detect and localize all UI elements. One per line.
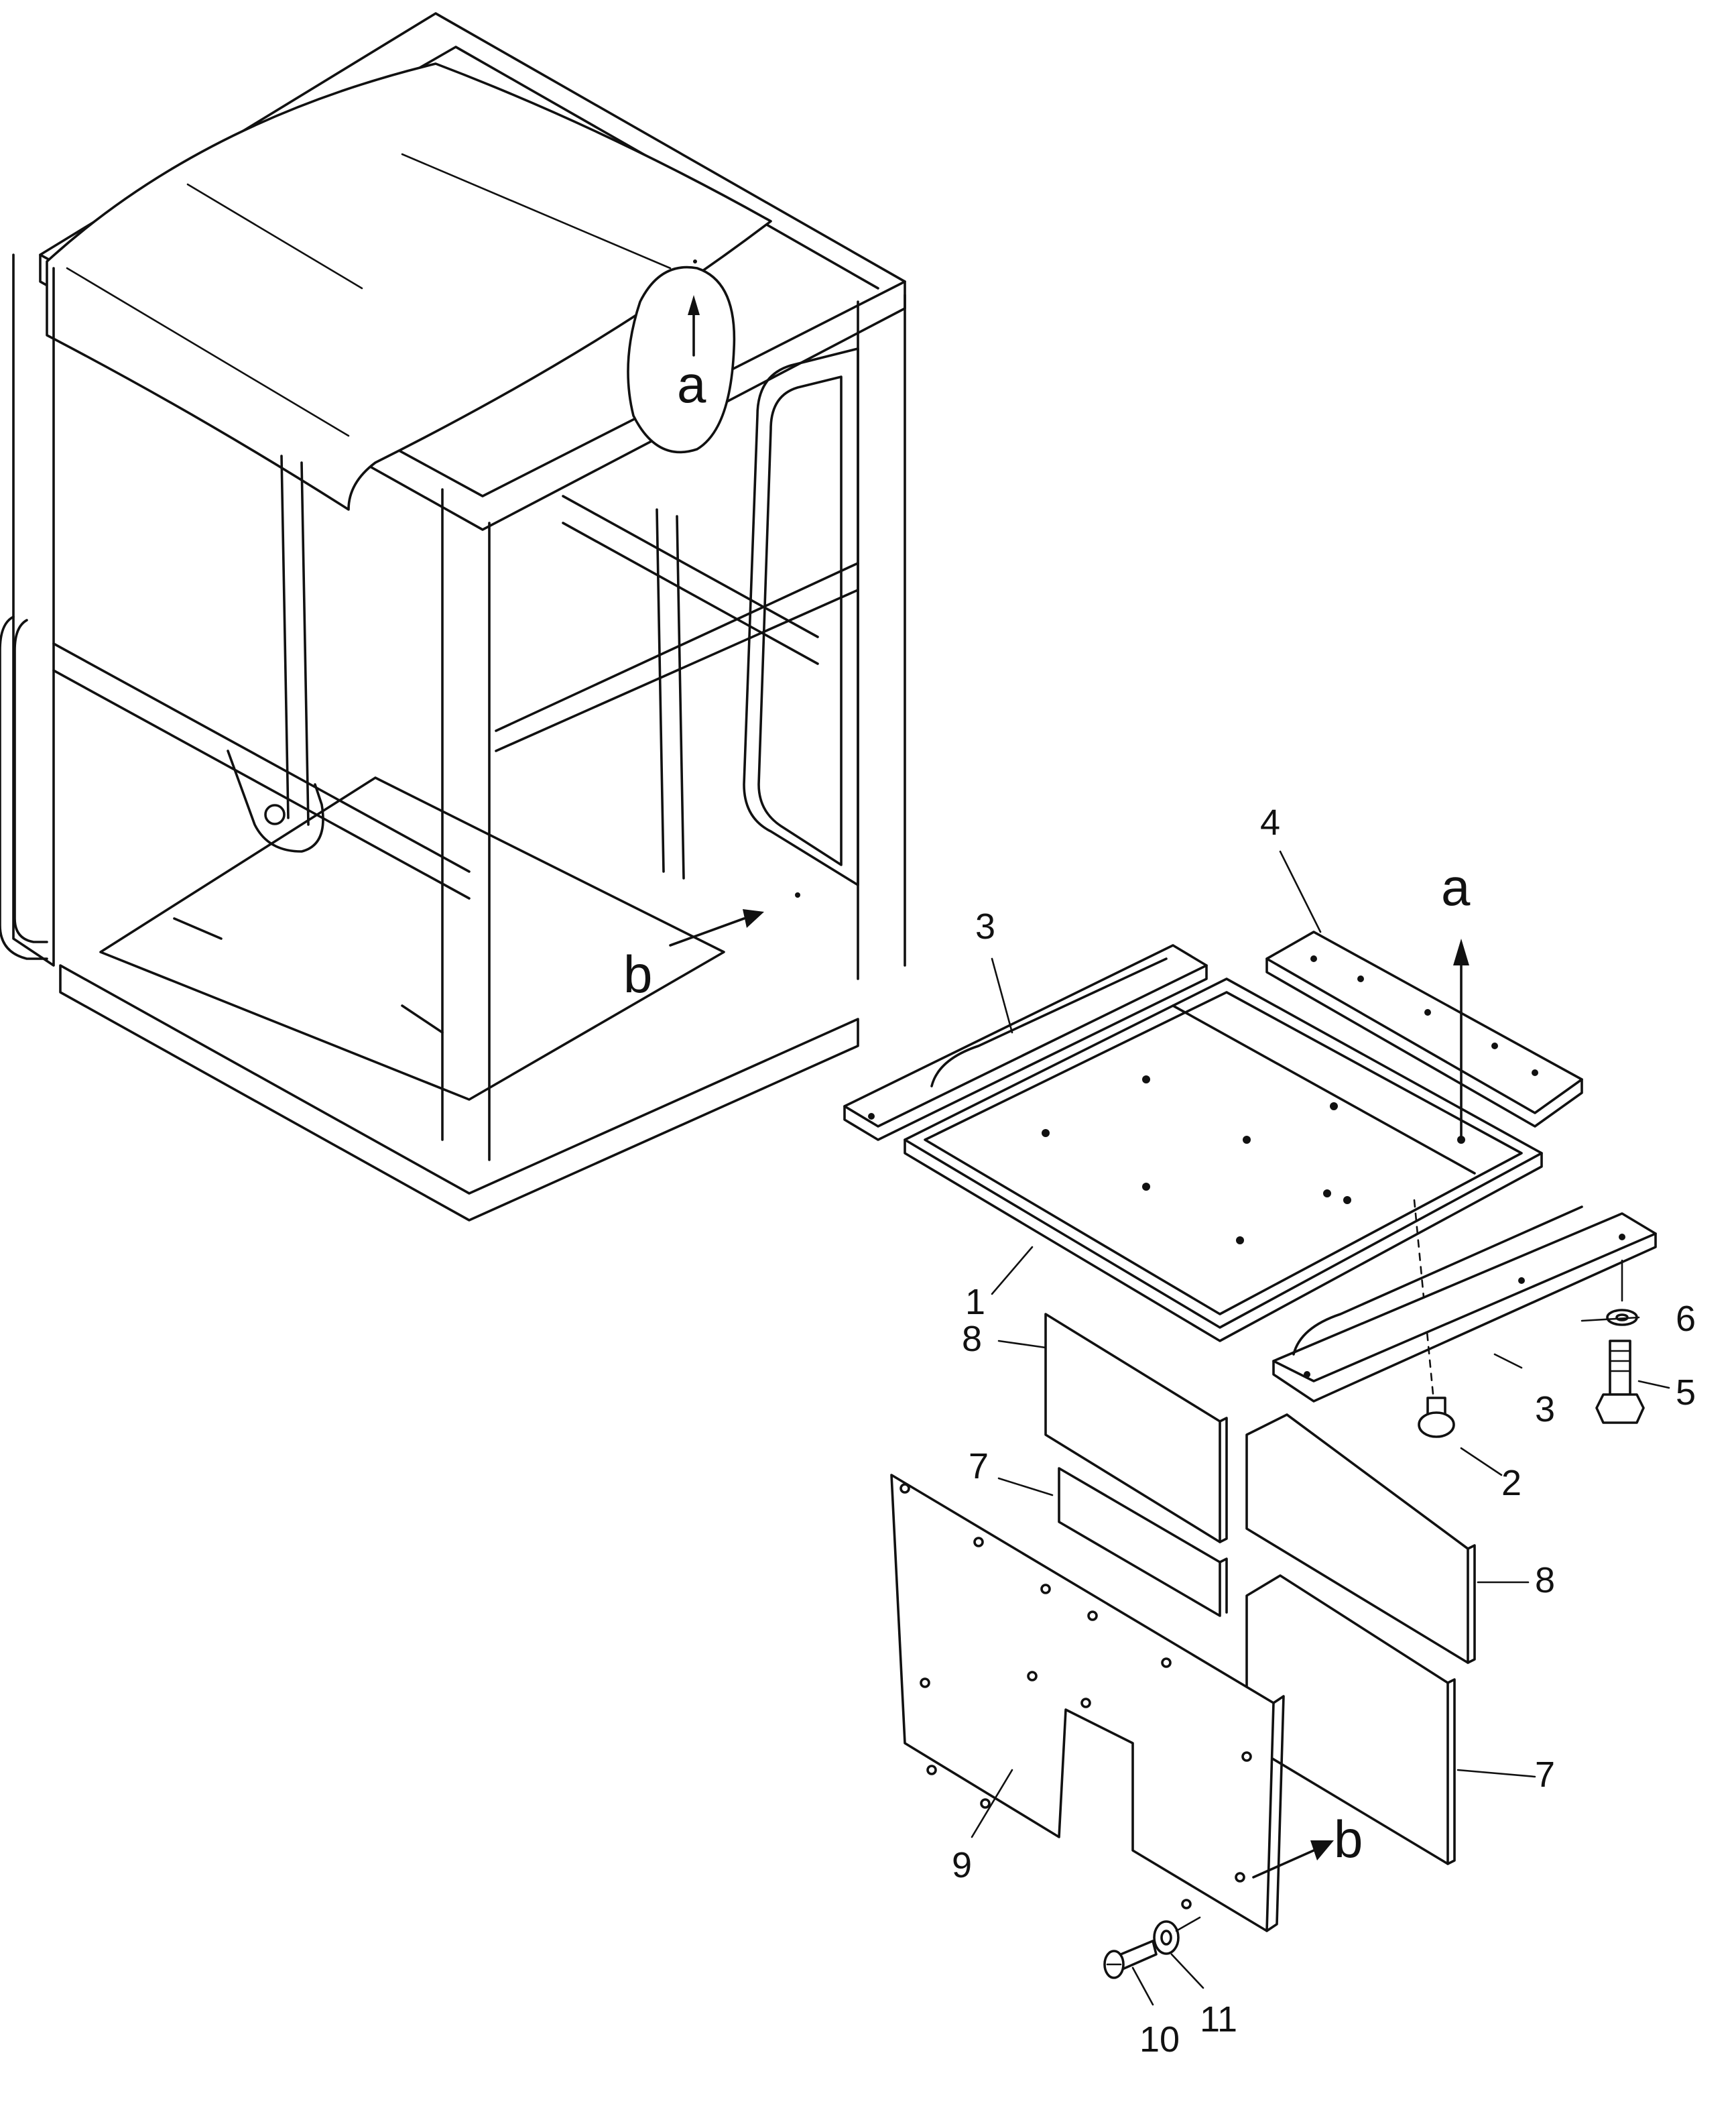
- callout-4: 4: [1260, 803, 1280, 843]
- callout-8-right: 8: [1535, 1560, 1555, 1600]
- part-7-pad-left: [1058, 1467, 1221, 1617]
- floor-parts: a: [843, 858, 1657, 1979]
- view-b-label-cab: b: [623, 945, 652, 1004]
- callout-7-right: 7: [1535, 1755, 1555, 1795]
- callout-1: 1: [965, 1282, 985, 1322]
- callout-labels: 3 4 1 3 2 6 5 8 7 8 7 9 10 11: [952, 803, 1696, 2060]
- part-8-pad-right: [1245, 1413, 1469, 1664]
- callout-7-left: 7: [969, 1446, 989, 1486]
- view-b-label-floor: b: [1334, 1810, 1363, 1869]
- cab-base: [59, 964, 859, 1222]
- callout-3-left: 3: [975, 906, 995, 947]
- leader-lines: [971, 850, 1670, 2006]
- callout-5: 5: [1676, 1372, 1696, 1413]
- operator-cab: a b: [0, 12, 906, 1222]
- callout-11: 11: [1200, 1999, 1237, 2040]
- view-a-detail-bubble: [627, 265, 736, 454]
- callout-10: 10: [1139, 2019, 1180, 2060]
- part-11-washer: [1153, 1916, 1201, 1955]
- callout-6: 6: [1676, 1299, 1696, 1339]
- callout-3-right: 3: [1535, 1389, 1555, 1429]
- callout-2: 2: [1501, 1463, 1522, 1503]
- view-a-label-floor: a: [1441, 858, 1471, 917]
- view-a-label-cab: a: [677, 355, 706, 414]
- part-2-bolt: [1418, 1397, 1455, 1438]
- part-5-bolt: [1595, 1340, 1645, 1424]
- part-10-screw: [1103, 1940, 1158, 1979]
- callout-8-left: 8: [962, 1319, 982, 1359]
- callout-9: 9: [952, 1845, 972, 1885]
